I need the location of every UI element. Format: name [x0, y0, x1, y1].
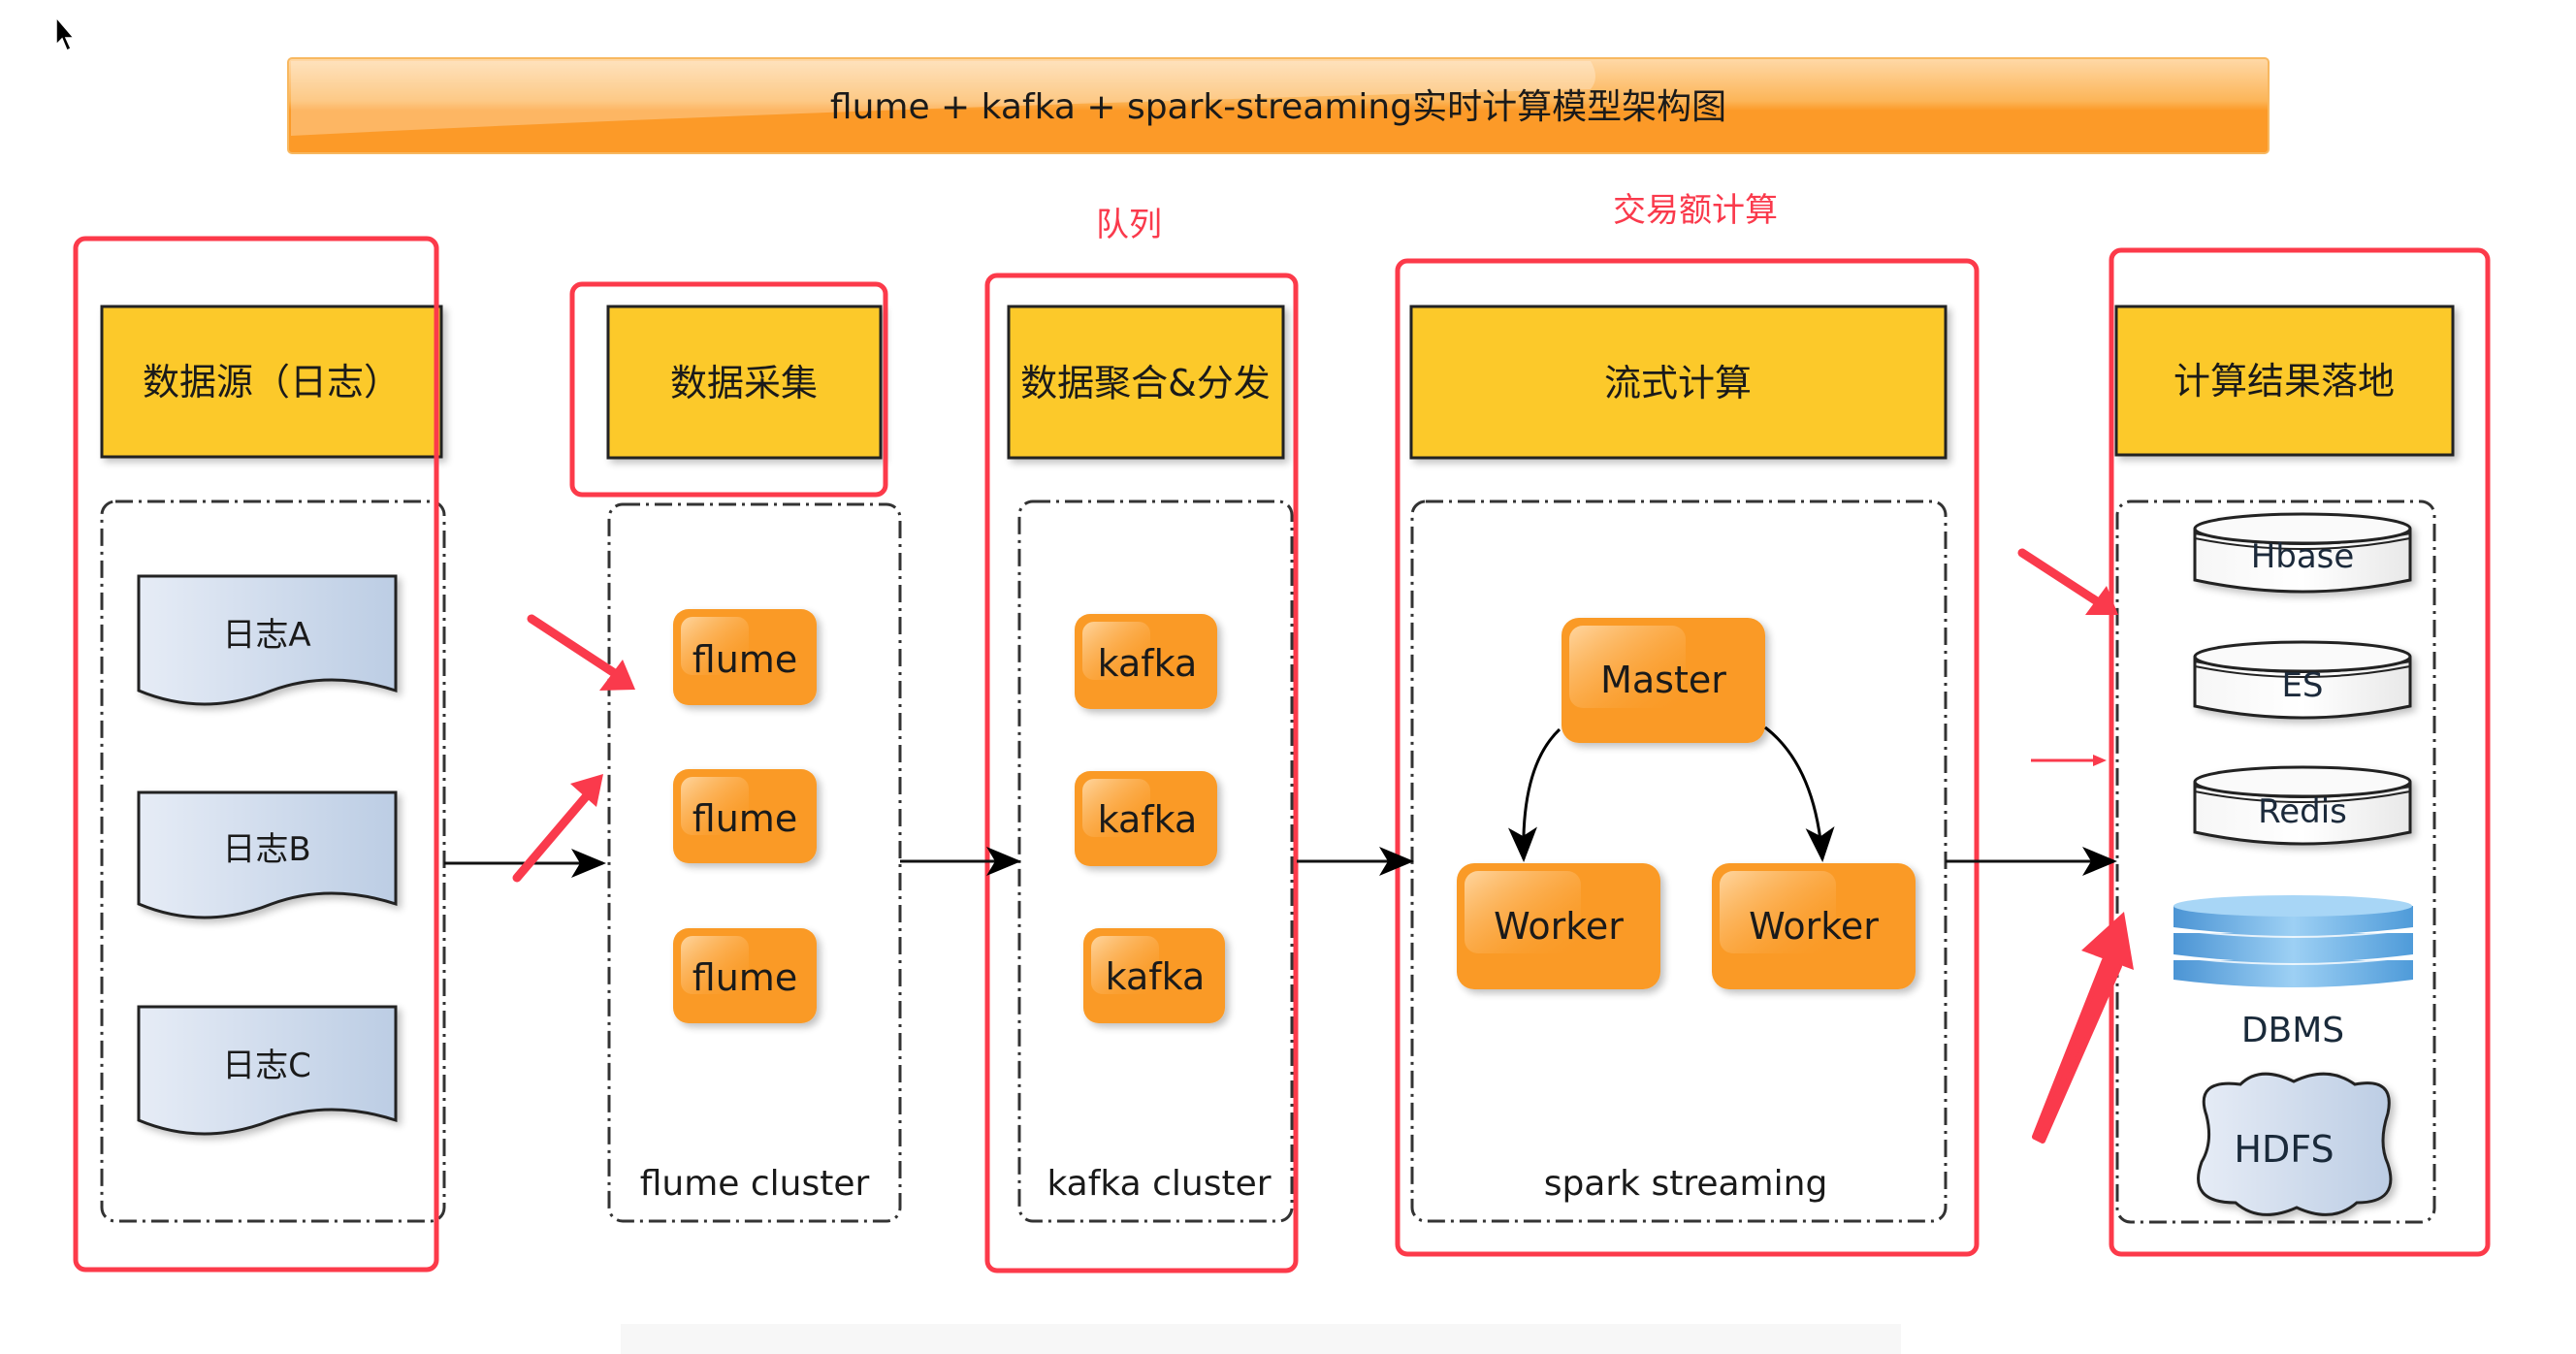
document-icon — [137, 574, 398, 706]
log-document: 日志C — [137, 1005, 398, 1136]
header-stream-compute — [1409, 305, 1948, 460]
log-b-label: 日志B — [222, 830, 310, 869]
queue-annotation: 队列 — [1096, 206, 1162, 244]
bottom-shadow — [621, 1324, 1901, 1354]
redis-label: Redis — [2258, 792, 2347, 831]
highlight-box-result-storage — [2109, 247, 2491, 1257]
spark-worker-node: Worker — [1457, 863, 1660, 989]
hdfs-label: HDFS — [2234, 1128, 2334, 1171]
flume-node: flume — [673, 928, 817, 1023]
mouse-cursor-icon — [55, 15, 76, 52]
database-cylinder-redis: Redis — [2193, 765, 2412, 846]
spark-cluster-container — [1410, 500, 1948, 1223]
column-data-collection: 数据采集 flume flume flume flume cluster — [569, 281, 902, 1223]
es-label: ES — [2281, 666, 2323, 705]
header-aggregation-label: 数据聚合&分发 — [1020, 362, 1271, 404]
spark-streaming-label: spark streaming — [1544, 1164, 1828, 1204]
column-stream-compute: 流式计算 Master Worker Worker spark streamin… — [1395, 258, 1980, 1257]
log-document: 日志A — [137, 574, 398, 706]
kafka-node-label: kafka — [1098, 642, 1198, 685]
flume-node-label: flume — [692, 797, 797, 840]
header-data-collection — [606, 305, 883, 460]
highlight-box-data-source — [73, 236, 439, 1273]
red-annotation-arrow — [2017, 548, 2118, 615]
database-cylinder-hbase: Hbase — [2193, 512, 2412, 594]
master-to-worker-arrow — [1764, 725, 1835, 862]
log-document: 日志B — [137, 790, 398, 919]
worker-label: Worker — [1749, 905, 1879, 948]
red-annotation-arrow — [527, 614, 635, 691]
kafka-node-label: kafka — [1106, 955, 1206, 998]
flume-node: flume — [673, 609, 817, 705]
document-icon — [137, 1005, 398, 1136]
diagram-title: flume + kafka + spark-streaming实时计算模型架构图 — [830, 87, 1726, 127]
dbms-label: DBMS — [2241, 1011, 2344, 1050]
highlight-box-aggregation — [984, 273, 1299, 1273]
master-label: Master — [1600, 659, 1726, 701]
header-result-storage-label: 计算结果落地 — [2174, 360, 2395, 403]
database-cylinder-es: ES — [2193, 640, 2412, 720]
header-aggregation — [1007, 305, 1285, 460]
flume-node-label: flume — [692, 956, 797, 999]
flume-cluster-label: flume cluster — [640, 1164, 870, 1204]
hbase-label: Hbase — [2251, 537, 2355, 576]
flume-node: flume — [673, 769, 817, 863]
kafka-node: kafka — [1075, 771, 1217, 866]
red-annotation-arrow — [512, 774, 603, 883]
worker-label: Worker — [1494, 905, 1624, 948]
red-annotation-arrow — [2031, 755, 2107, 766]
document-icon — [137, 790, 398, 919]
kafka-node: kafka — [1083, 928, 1225, 1023]
kafka-node-label: kafka — [1098, 798, 1198, 841]
header-data-collection-label: 数据采集 — [670, 362, 818, 404]
log-a-label: 日志A — [222, 616, 310, 655]
kafka-cluster-label: kafka cluster — [1046, 1164, 1271, 1204]
column-aggregation: 数据聚合&分发 kafka kafka kafka kafka cluster — [984, 273, 1299, 1273]
highlight-box-stream-compute — [1395, 258, 1980, 1257]
header-stream-compute-label: 流式计算 — [1604, 362, 1752, 404]
log-c-label: 日志C — [222, 1047, 311, 1085]
kafka-node: kafka — [1075, 614, 1217, 709]
red-annotation-arrow — [2032, 912, 2134, 1144]
highlight-box-data-collection — [569, 281, 888, 498]
header-result-storage — [2114, 305, 2455, 457]
header-data-source-label: 数据源（日志） — [143, 361, 401, 403]
column-result-storage: 计算结果落地 Hbase ES Redis DBMS — [2109, 247, 2491, 1257]
title-bar: flume + kafka + spark-streaming实时计算模型架构图 — [287, 57, 2270, 154]
spark-master-node: Master — [1562, 618, 1765, 743]
master-to-worker-arrow — [1507, 727, 1562, 862]
spark-worker-node: Worker — [1712, 863, 1916, 989]
flume-node-label: flume — [692, 638, 797, 681]
compute-annotation: 交易额计算 — [1613, 191, 1778, 230]
header-data-source — [100, 305, 443, 459]
column-data-source: 数据源（日志） 日志A 日志B 日志C — [73, 236, 446, 1273]
hdfs-cloud-icon — [2197, 1072, 2393, 1216]
dbms-stack-icon — [2173, 895, 2414, 987]
